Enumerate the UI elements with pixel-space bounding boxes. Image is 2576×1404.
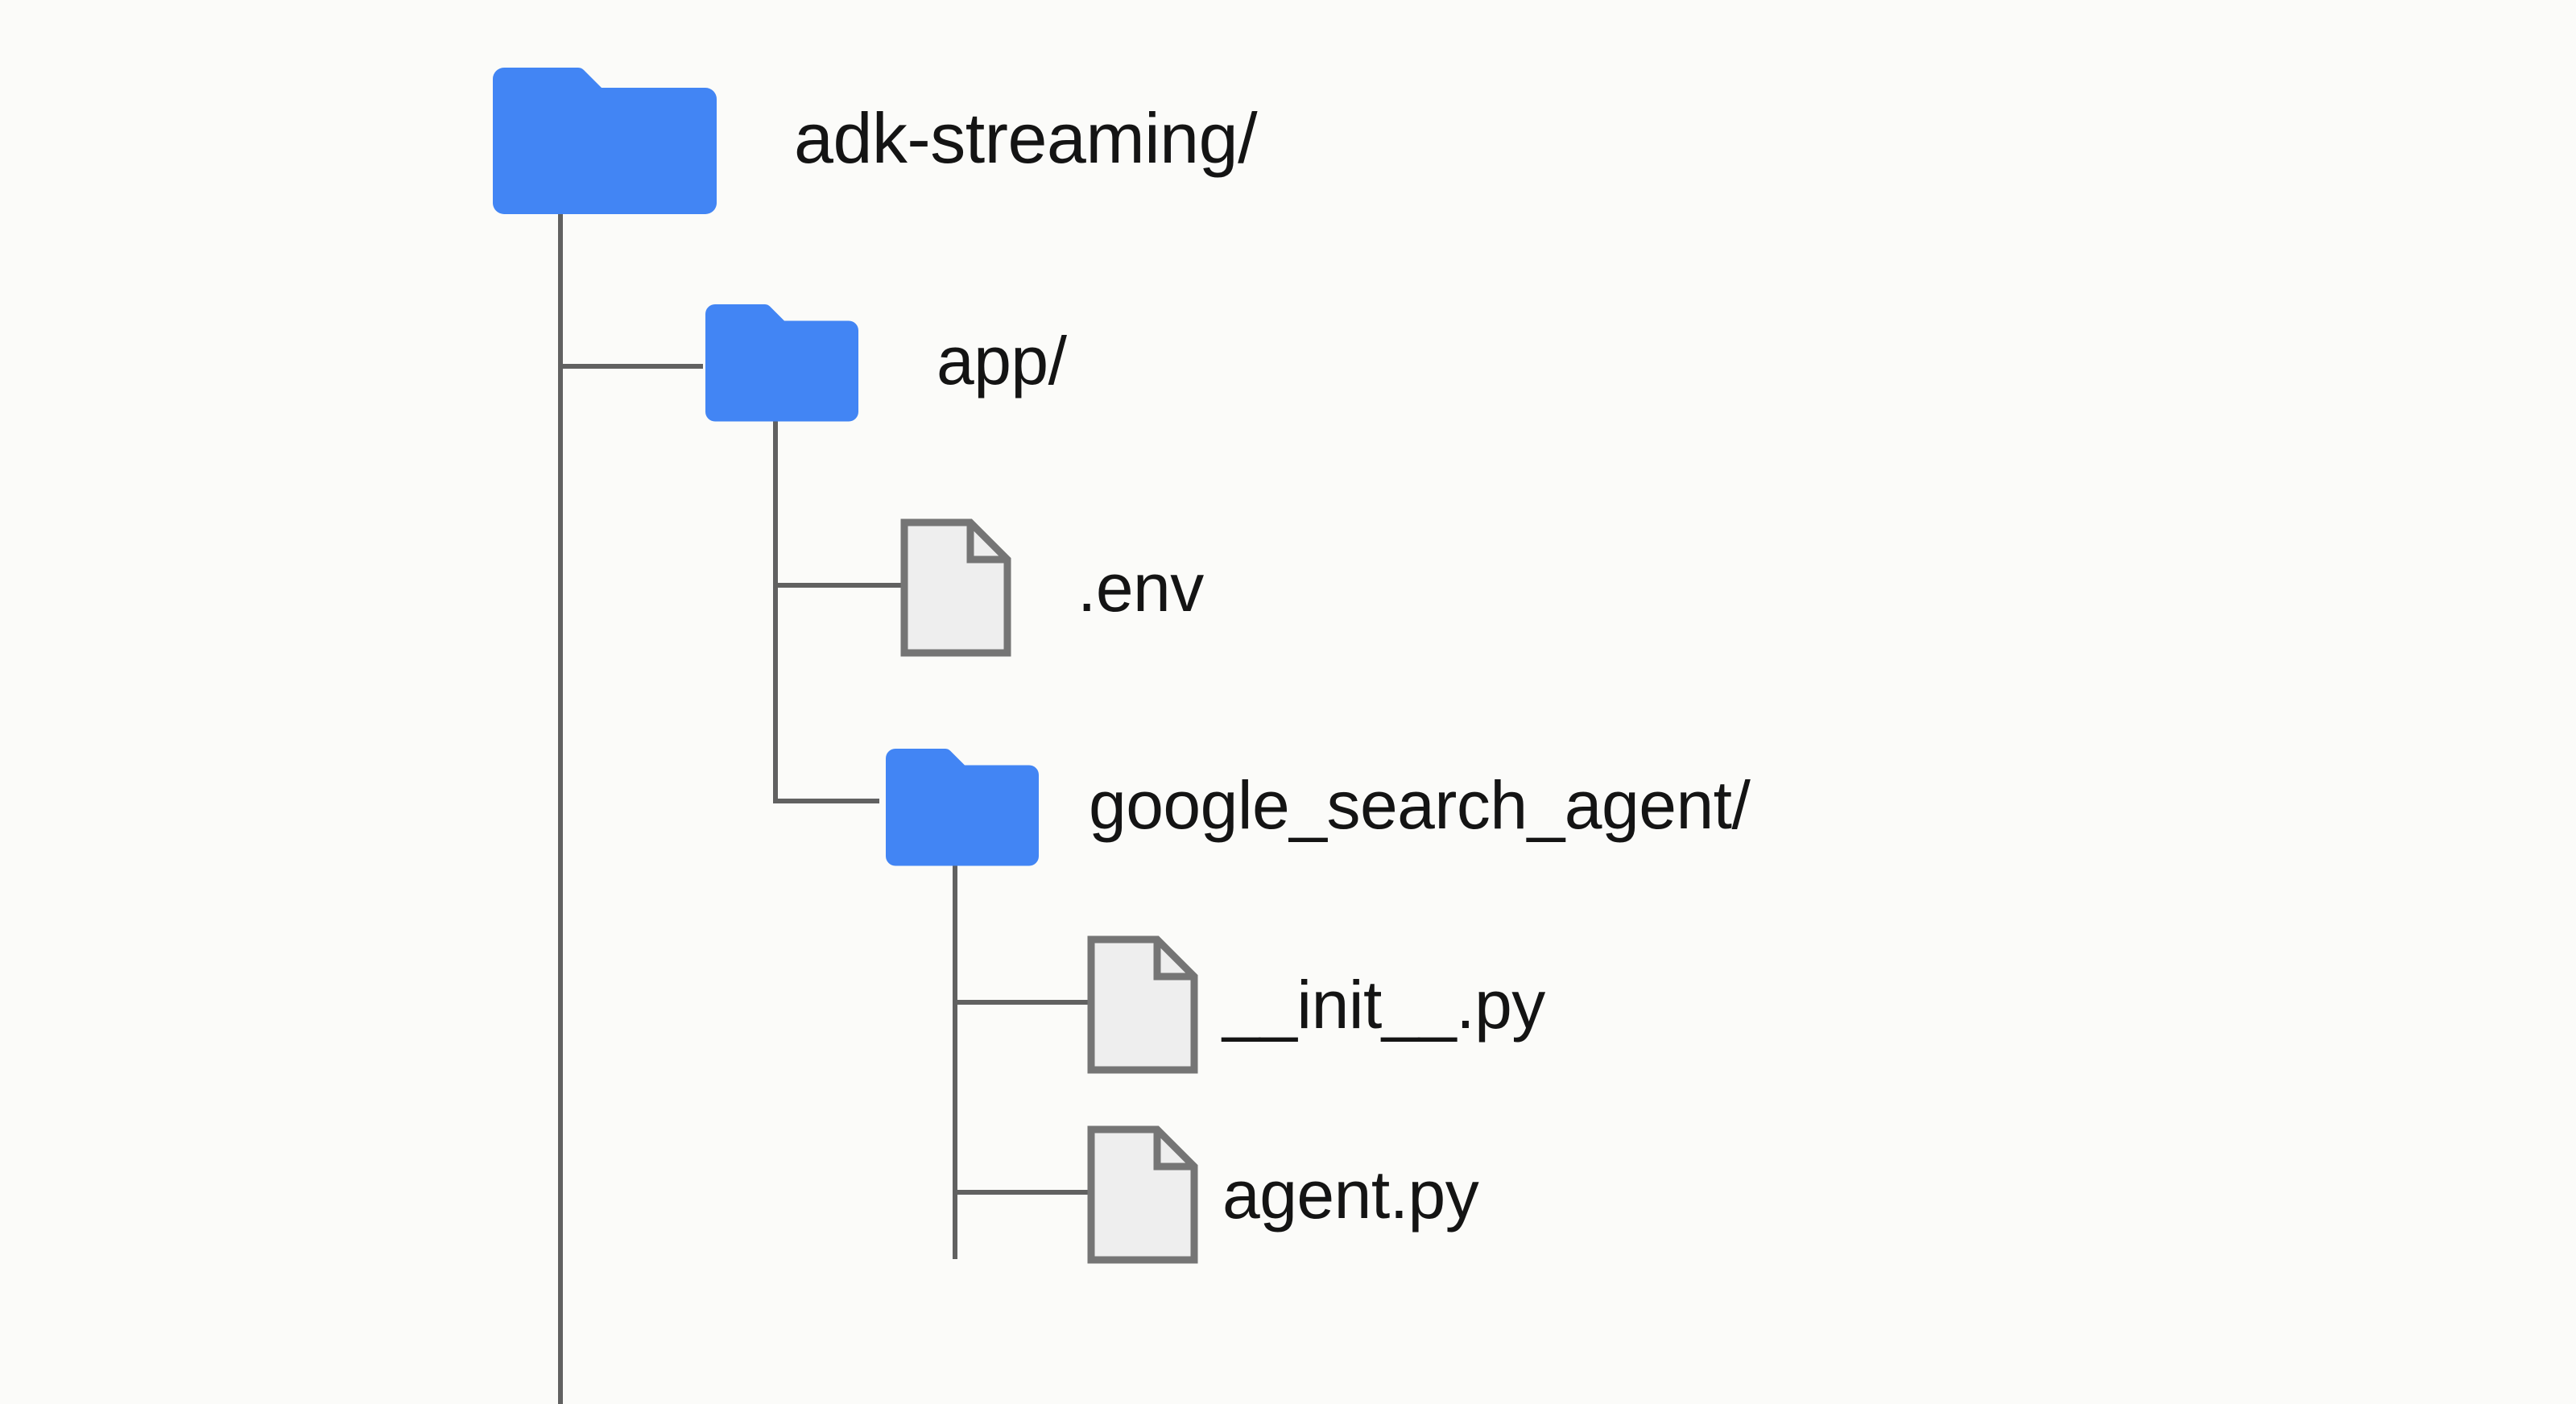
connector-branch-agent xyxy=(953,1190,1091,1195)
connector-branch-app xyxy=(558,364,703,369)
connector-trunk-root xyxy=(558,211,563,1404)
node-label-app: app/ xyxy=(937,323,1067,398)
node-label-agent: agent.py xyxy=(1222,1157,1479,1233)
connector-branch-env xyxy=(773,583,903,588)
folder-icon[interactable] xyxy=(696,304,858,422)
file-icon[interactable] xyxy=(900,518,1011,657)
node-label-env: .env xyxy=(1077,550,1204,626)
connector-branch-init xyxy=(953,1000,1091,1005)
connector-branch-google-search-agent xyxy=(773,799,879,803)
node-label-google-search-agent: google_search_agent/ xyxy=(1089,767,1751,843)
connector-trunk-app xyxy=(773,419,778,803)
folder-icon[interactable] xyxy=(482,68,717,214)
connector-trunk-google-search-agent xyxy=(953,863,957,1259)
file-icon[interactable] xyxy=(1087,935,1198,1074)
file-icon[interactable] xyxy=(1087,1125,1198,1264)
node-label-root: adk-streaming/ xyxy=(794,98,1258,178)
folder-icon[interactable] xyxy=(876,749,1039,866)
node-label-init: __init__.py xyxy=(1222,967,1545,1043)
